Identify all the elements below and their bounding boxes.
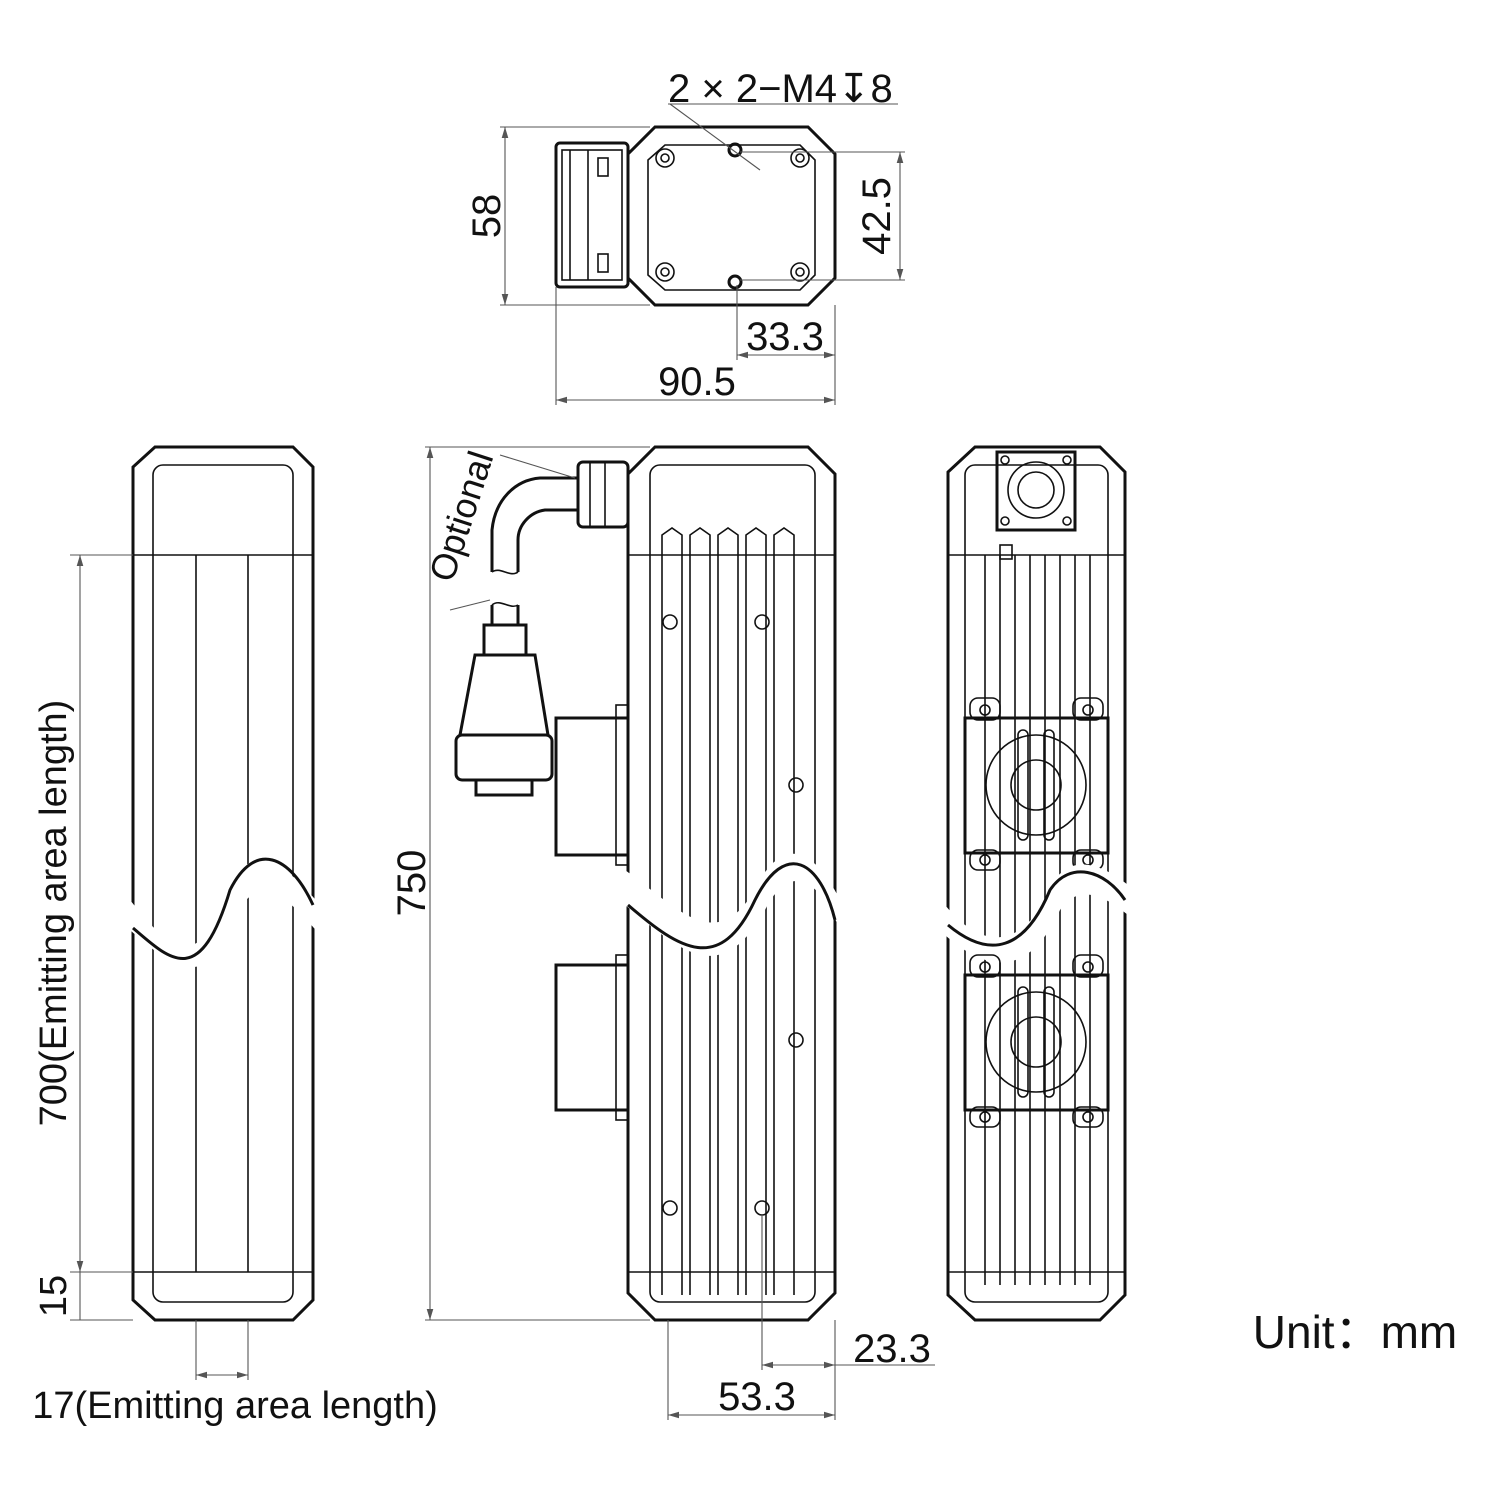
dim-hole-offset-33-3: 33.3 bbox=[746, 315, 824, 359]
optional-label: Optional bbox=[421, 446, 501, 586]
dim-width-90-5: 90.5 bbox=[658, 360, 736, 404]
dim-height-58: 58 bbox=[465, 194, 509, 239]
unit-label: Unit：mm bbox=[1253, 1306, 1457, 1358]
dim-length-750: 750 bbox=[390, 850, 434, 917]
cable-connector bbox=[454, 460, 630, 797]
top-view bbox=[500, 103, 905, 405]
fan-upper bbox=[963, 697, 1110, 871]
heat-sink-fins bbox=[661, 527, 795, 1295]
dim-emitting-width-17: 17(Emitting area length) bbox=[32, 1385, 438, 1427]
rear-view bbox=[945, 445, 1128, 1322]
fan-lower bbox=[963, 954, 1110, 1128]
front-view bbox=[70, 445, 320, 1380]
dim-hole-offset-23-3: 23.3 bbox=[853, 1327, 931, 1371]
mounting-hole-callout: 2 × 2−M4↧8 bbox=[668, 67, 893, 111]
dim-hole-pitch-42-5: 42.5 bbox=[855, 177, 899, 255]
dim-hole-pitch-53-3: 53.3 bbox=[718, 1375, 796, 1419]
dim-end-15: 15 bbox=[33, 1275, 75, 1317]
dim-emitting-length-700: 700(Emitting area length) bbox=[33, 700, 75, 1127]
side-view bbox=[425, 445, 935, 1420]
